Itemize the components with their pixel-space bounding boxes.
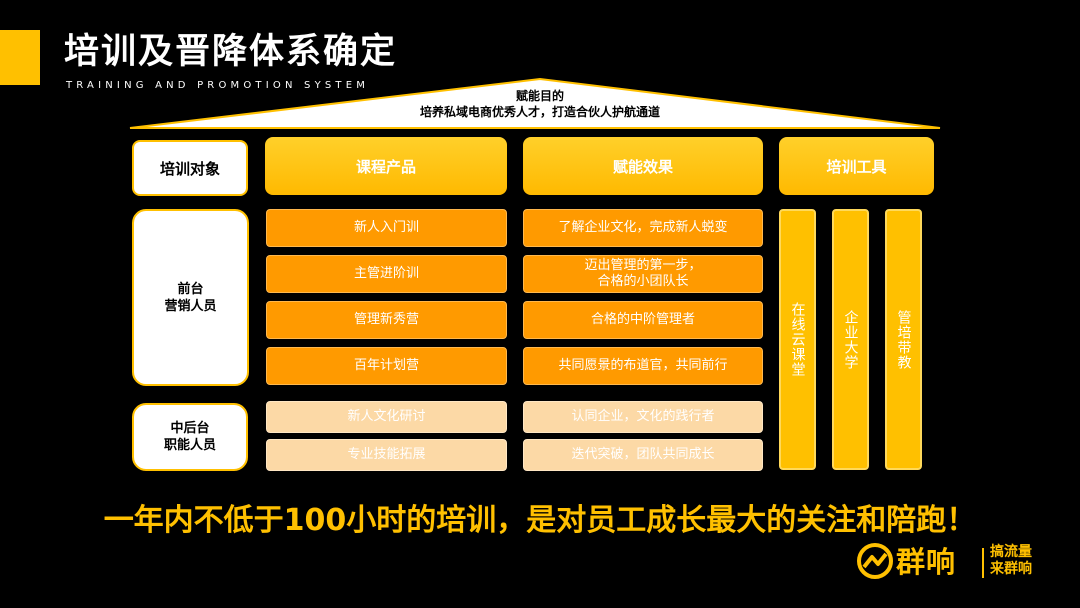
tool-pillar: 企业大学 <box>832 209 869 470</box>
accent-bar <box>0 30 40 85</box>
roof-goal: 培养私域电商优秀人才，打造合伙人护航通道 <box>419 105 660 119</box>
header-effect: 赋能效果 <box>523 137 763 195</box>
effect-cell: 迈出管理的第一步， 合格的小团队长 <box>523 255 763 293</box>
course-cell: 主管进阶训 <box>266 255 507 293</box>
effect-text: 合格的中阶管理者 <box>590 312 695 327</box>
brand-logo-icon <box>857 543 893 579</box>
roof-shape <box>129 77 941 129</box>
effect-cell: 认同企业，文化的践行者 <box>523 401 763 433</box>
brand-name: 群响 <box>896 545 957 579</box>
slogan: 一年内不低于100小时的培训，是对员工成长最大的关注和陪跑！ <box>103 503 977 538</box>
tool-label: 企业大学 <box>842 309 859 370</box>
header-course: 课程产品 <box>265 137 507 195</box>
course-cell: 专业技能拓展 <box>266 439 507 471</box>
page-title: 培训及晋降体系确定 <box>64 32 398 72</box>
tool-pillar: 在线云课堂 <box>779 209 816 470</box>
header-target: 培训对象 <box>132 140 248 196</box>
effect-text: 合格的小团队长 <box>597 274 689 289</box>
course-cell: 管理新秀营 <box>266 301 507 339</box>
category-front-line1: 前台 <box>177 281 204 297</box>
effect-cell: 迭代突破，团队共同成长 <box>523 439 763 471</box>
effect-cell: 共同愿景的布道官，共同前行 <box>523 347 763 385</box>
category-back: 中后台 职能人员 <box>132 403 248 471</box>
tool-pillar: 管培带教 <box>885 209 922 470</box>
roof-heading: 赋能目的 <box>515 89 564 103</box>
tool-label: 管培带教 <box>895 309 912 370</box>
effect-cell: 合格的中阶管理者 <box>523 301 763 339</box>
course-cell: 百年计划营 <box>266 347 507 385</box>
effect-text: 迈出管理的第一步， <box>584 258 702 273</box>
course-cell: 新人入门训 <box>266 209 507 247</box>
effect-cell: 了解企业文化，完成新人蜕变 <box>523 209 763 247</box>
category-back-line1: 中后台 <box>170 421 210 436</box>
brand-divider <box>982 548 984 578</box>
page-subtitle: TRAINING AND PROMOTION SYSTEM <box>66 80 370 91</box>
category-front-line2: 营销人员 <box>164 298 217 314</box>
effect-text: 共同愿景的布道官，共同前行 <box>558 358 728 373</box>
course-cell: 新人文化研讨 <box>266 401 507 433</box>
brand-tagline-2: 来群响 <box>990 561 1032 577</box>
effect-text: 迭代突破，团队共同成长 <box>571 447 715 462</box>
brand-tagline-1: 搞流量 <box>990 544 1032 560</box>
tool-label: 在线云课堂 <box>789 302 806 377</box>
header-tools: 培训工具 <box>779 137 934 195</box>
category-front: 前台 营销人员 <box>132 209 249 386</box>
effect-text: 了解企业文化，完成新人蜕变 <box>558 220 728 235</box>
category-back-line2: 职能人员 <box>163 438 216 453</box>
effect-text: 认同企业，文化的践行者 <box>571 409 715 424</box>
